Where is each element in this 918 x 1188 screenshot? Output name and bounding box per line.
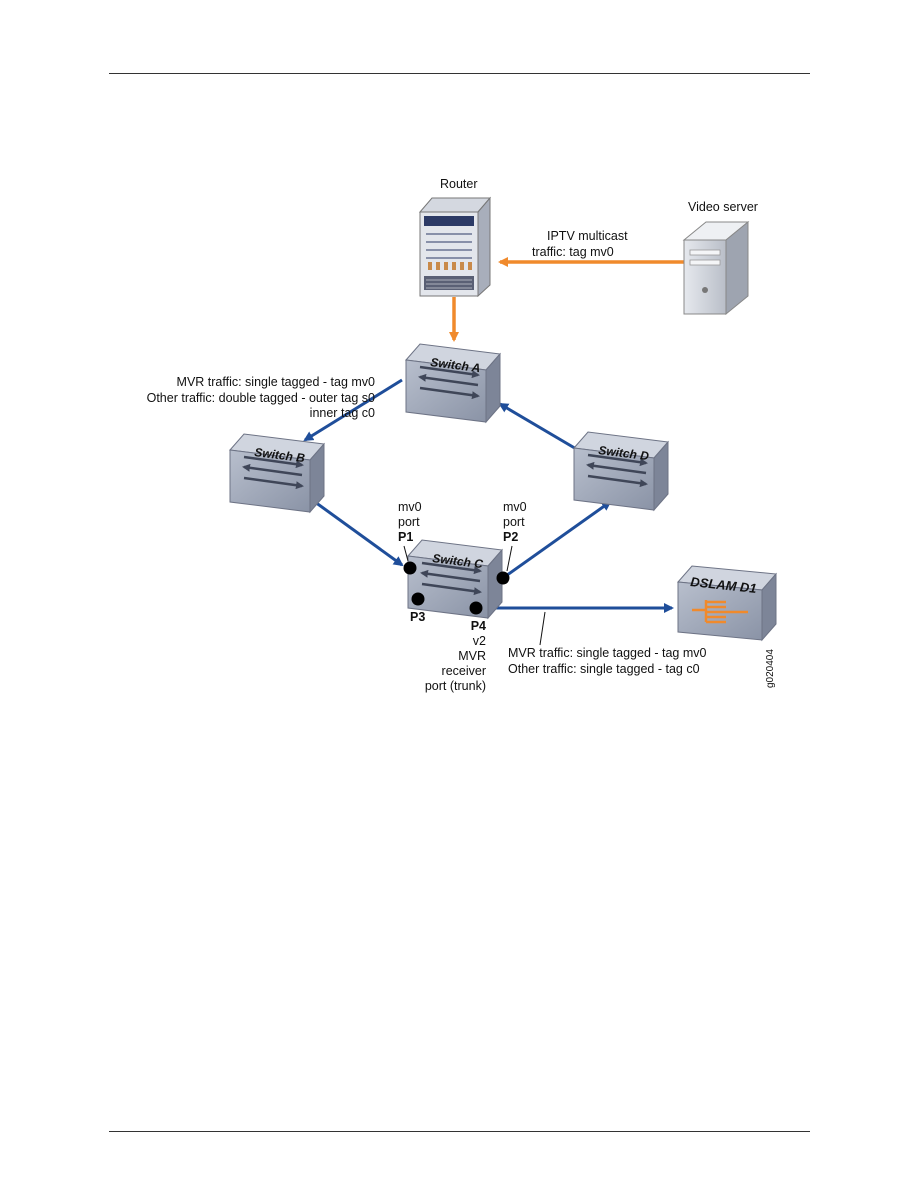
dslam-annotation-line1: MVR traffic: single tagged - tag mv0 bbox=[508, 646, 707, 660]
video-server-label: Video server bbox=[688, 200, 758, 214]
switch-b-label: Switch B bbox=[254, 445, 306, 465]
trunk-callout-line bbox=[539, 611, 546, 646]
p3-label: P3 bbox=[410, 610, 425, 624]
p2-callout-line bbox=[506, 545, 513, 572]
port-p2-dot bbox=[496, 571, 510, 585]
port-p3-dot bbox=[411, 592, 425, 606]
p2-label: P2 bbox=[503, 530, 518, 544]
footer-rule bbox=[109, 1131, 810, 1132]
port-p1-dot bbox=[403, 561, 417, 575]
iptv-annotation-line2: traffic: tag mv0 bbox=[532, 245, 614, 259]
p1-callout-line bbox=[403, 545, 409, 562]
header-rule bbox=[109, 73, 810, 74]
link-switch-d-switch-a bbox=[498, 402, 579, 452]
link-switch-a-switch-b bbox=[303, 378, 403, 442]
p4-annotation-line2: MVR bbox=[458, 649, 486, 663]
p2-annotation-line2: port bbox=[503, 515, 525, 529]
p2-annotation-line1: mv0 bbox=[503, 500, 527, 514]
left-annotation-line1: MVR traffic: single tagged - tag mv0 bbox=[177, 375, 376, 389]
iptv-annotation-line1: IPTV multicast bbox=[547, 229, 628, 243]
switch-a-label: Switch A bbox=[430, 355, 482, 375]
left-annotation-line3: inner tag c0 bbox=[310, 406, 375, 420]
router-label: Router bbox=[440, 177, 478, 191]
switch-c-label: Switch C bbox=[432, 551, 484, 571]
link-switch-b-switch-c bbox=[314, 500, 404, 567]
switch-c-icon bbox=[407, 539, 503, 620]
link-switch-c-switch-d bbox=[502, 500, 612, 580]
p4-annotation-line4: port (trunk) bbox=[425, 679, 486, 693]
p1-annotation-line1: mv0 bbox=[398, 500, 422, 514]
p1-annotation-line2: port bbox=[398, 515, 420, 529]
p4-annotation-line3: receiver bbox=[442, 664, 486, 678]
router-icon bbox=[418, 196, 492, 298]
figure-id-label: g020404 bbox=[765, 649, 776, 688]
splitter-icon bbox=[692, 600, 748, 624]
dslam-annotation-line2: Other traffic: single tagged - tag c0 bbox=[508, 662, 700, 676]
p4-annotation-line1: v2 bbox=[473, 634, 486, 648]
left-annotation-line2: Other traffic: double tagged - outer tag… bbox=[147, 391, 375, 405]
switch-b-icon bbox=[229, 433, 325, 514]
dslam-label: DSLAM D1 bbox=[690, 574, 758, 596]
dslam-icon bbox=[676, 565, 778, 642]
p1-label: P1 bbox=[398, 530, 413, 544]
p4-label: P4 bbox=[471, 619, 486, 633]
switch-a-icon bbox=[405, 343, 501, 424]
port-p4-dot bbox=[469, 601, 483, 615]
switch-d-icon bbox=[573, 431, 669, 512]
video-server-icon bbox=[682, 220, 750, 316]
switch-d-label: Switch D bbox=[598, 443, 650, 463]
